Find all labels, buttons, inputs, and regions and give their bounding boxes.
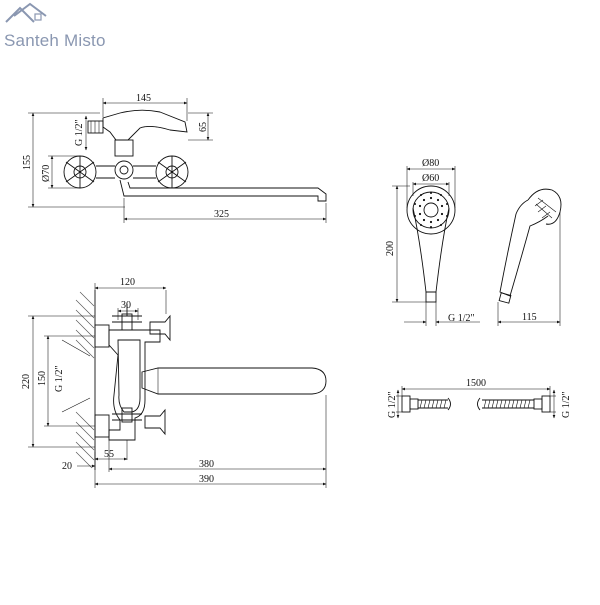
dim-220: 220 [21, 374, 32, 389]
hose-nut-left [401, 395, 411, 413]
shower-handle-front [412, 207, 450, 293]
hose-nut-right [541, 395, 551, 413]
hose-right-coil [483, 399, 531, 409]
dim-120: 120 [120, 277, 135, 288]
dim-d60: Ø60 [422, 173, 439, 184]
dim-325: 325 [214, 209, 229, 220]
shower-head-view: Ø80 Ø60 200 G 1/2" 115 [385, 158, 562, 326]
dim-30: 30 [121, 300, 131, 311]
house-window-icon [34, 13, 42, 21]
top-view: 145 65 G 1/2" 155 Ø70 325 [22, 93, 327, 223]
dim-115: 115 [522, 312, 537, 323]
eccentric-bottom [94, 414, 110, 438]
shower-nozzle-thread [425, 291, 437, 303]
upper-cross-handle [112, 304, 171, 342]
lower-cross-handle [112, 407, 166, 436]
dim-g12-hose-left: G 1/2" [387, 391, 398, 418]
dim-390: 390 [199, 474, 214, 485]
dim-g12-front: G 1/2" [54, 365, 65, 392]
shower-handle-side [499, 199, 549, 297]
dim-145: 145 [136, 93, 151, 104]
shower-hose-view: 1500 G 1/2" G 1/2" [387, 378, 572, 419]
mixer-body-front [108, 329, 161, 441]
dim-200: 200 [385, 241, 396, 256]
logo-text: Santeh Misto [4, 31, 106, 50]
left-cross-handle [63, 155, 97, 189]
dim-d70: Ø70 [41, 165, 52, 182]
dim-g12-shower: G 1/2" [448, 313, 475, 324]
dim-380: 380 [199, 459, 214, 470]
wall-hatch-top [75, 291, 95, 359]
dim-150: 150 [37, 371, 48, 386]
lever-handle [102, 109, 188, 141]
eccentric-top [94, 324, 110, 348]
hose-left-coil [419, 399, 447, 409]
shower-spray-holes [414, 192, 448, 228]
diverter-knob [114, 160, 134, 180]
dim-d80: Ø80 [422, 158, 439, 169]
brand-logo: Santeh Misto [4, 2, 106, 50]
dim-g12-hose-right: G 1/2" [561, 391, 572, 418]
hose-left-segment [418, 399, 448, 409]
dim-20: 20 [62, 461, 72, 472]
valve-body-top [114, 139, 134, 157]
dim-155: 155 [22, 155, 33, 170]
wall-hatch-bottom [75, 411, 95, 469]
front-view: 120 30 220 150 G 1/2" 55 20 380 390 [21, 277, 327, 488]
dim-g12-top: G 1/2" [74, 119, 85, 146]
house-roof-icon [5, 2, 47, 23]
dim-1500: 1500 [466, 378, 486, 389]
spout-front [141, 367, 327, 395]
shower-face-outer [406, 185, 456, 235]
right-cross-handle [155, 155, 189, 189]
dim-65: 65 [198, 122, 209, 132]
shower-side-nozzle [498, 292, 512, 304]
spout-top [119, 179, 327, 202]
shower-head-side [527, 188, 562, 225]
inlet-thread-top [87, 120, 104, 134]
